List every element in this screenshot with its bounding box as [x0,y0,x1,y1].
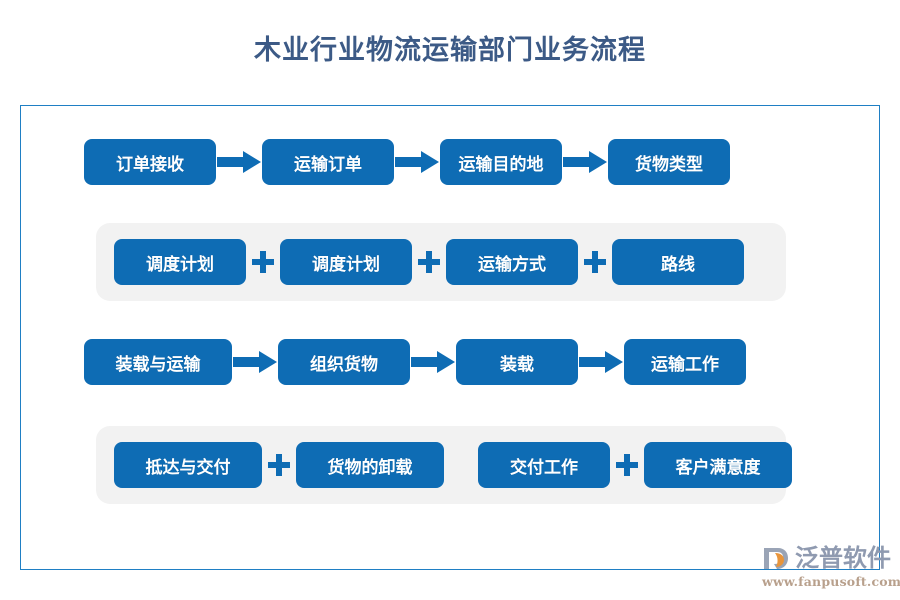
flow-node[interactable]: 运输方式 [446,239,578,285]
plus-icon [610,450,644,480]
plus-icon [262,450,296,480]
flow-node[interactable]: 货物类型 [608,139,730,185]
flow-node[interactable]: 路线 [612,239,744,285]
flow-node[interactable]: 装载 [456,339,578,385]
flow-node[interactable]: 运输订单 [262,139,394,185]
page-title: 木业行业物流运输部门业务流程 [254,35,646,66]
arrow-right-icon [394,147,440,177]
flow-row-2: 调度计划 调度计划 运输方式 路线 [96,223,786,301]
plus-icon [412,247,446,277]
diagram-frame: 订单接收 运输订单 运输目的地 货物类型 调度计划 调度计划 运输方式 路线 装… [20,105,880,570]
flow-node[interactable]: 客户满意度 [644,442,792,488]
flow-row-1: 订单接收 运输订单 运输目的地 货物类型 [84,138,824,186]
brand-name: 泛普软件 [795,544,891,572]
arrow-right-icon [216,147,262,177]
flow-node[interactable]: 调度计划 [280,239,412,285]
flow-row-3: 装载与运输 组织货物 装载 运输工作 [84,338,824,386]
flow-node[interactable]: 订单接收 [84,139,216,185]
arrow-right-icon [232,347,278,377]
brand-logo-row: 泛普软件 [762,543,894,573]
flow-node[interactable]: 运输工作 [624,339,746,385]
flow-node[interactable]: 交付工作 [478,442,610,488]
flow-node[interactable]: 抵达与交付 [114,442,262,488]
plus-icon [246,247,280,277]
flow-node[interactable]: 货物的卸载 [296,442,444,488]
flow-node[interactable]: 运输目的地 [440,139,562,185]
arrow-right-icon [410,347,456,377]
flow-node[interactable]: 调度计划 [114,239,246,285]
brand-url: www.fanpusoft.com [762,574,900,589]
brand-logo: 泛普软件 www.fanpusoft.com [762,543,900,593]
flow-row-4: 抵达与交付 货物的卸载 交付工作 客户满意度 [96,426,792,504]
plus-icon [578,247,612,277]
arrow-right-icon [578,347,624,377]
flow-node[interactable]: 装载与运输 [84,339,232,385]
fanpu-logo-mark [764,548,788,569]
arrow-right-icon [562,147,608,177]
flow-node[interactable]: 组织货物 [278,339,410,385]
row-gap-spacer [444,450,478,480]
